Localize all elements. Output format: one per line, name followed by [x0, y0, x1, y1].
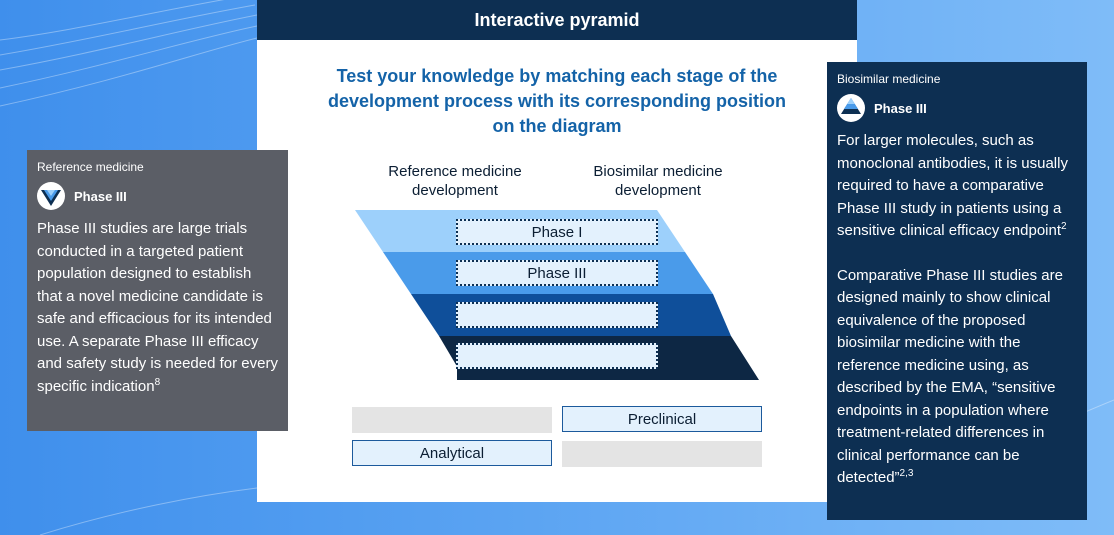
tile-preclinical[interactable]: Preclinical — [562, 406, 762, 432]
biosimilar-paragraph-2: Comparative Phase III studies are design… — [837, 266, 1063, 487]
drop-slot-3[interactable] — [456, 302, 658, 328]
drop-slot-4[interactable] — [456, 343, 658, 369]
reference-panel-label: Reference medicine — [37, 160, 144, 174]
inverted-triangle-icon — [37, 182, 65, 210]
biosimilar-phase-title: Phase III — [874, 100, 927, 116]
reference-footnote: 8 — [154, 376, 161, 388]
biosimilar-panel-label: Biosimilar medicine — [837, 72, 941, 86]
drop-slot-1[interactable]: Phase I — [456, 219, 658, 245]
tile-placeholder-2 — [562, 441, 762, 467]
tile-placeholder-1 — [352, 407, 552, 433]
triangle-icon — [837, 94, 865, 122]
biosimilar-paragraph-1: For larger molecules, such as monoclonal… — [837, 132, 1068, 239]
instruction-text: Test your knowledge by matching each sta… — [327, 66, 787, 136]
reference-phase-title: Phase III — [74, 188, 127, 204]
reference-column-heading: Reference medicine development — [388, 163, 522, 199]
biosimilar-footnote-1: 2 — [1061, 221, 1067, 232]
reference-phase-row: Phase III — [37, 182, 278, 210]
biosimilar-column-heading: Biosimilar medicine development — [593, 163, 723, 199]
biosimilar-panel-text: For larger molecules, such as monoclonal… — [837, 130, 1077, 490]
biosimilar-phase-row: Phase III — [837, 94, 1077, 122]
drop-slot-1-label: Phase I — [531, 223, 583, 241]
biosimilar-footnote-2: 2,3 — [899, 468, 914, 479]
biosimilar-medicine-panel: Biosimilar medicine Phase III For larger… — [827, 62, 1087, 520]
pyramid-card: Interactive pyramid Test your knowledge … — [257, 0, 857, 502]
drop-slot-2[interactable]: Phase III — [456, 260, 658, 286]
tile-analytical[interactable]: Analytical — [352, 440, 552, 466]
drop-slot-2-label: Phase III — [527, 264, 587, 282]
card-title: Interactive pyramid — [257, 0, 857, 40]
reference-panel-text: Phase III studies are large trials condu… — [37, 220, 278, 395]
reference-medicine-panel: Reference medicine Phase III Phase III s… — [27, 150, 288, 431]
